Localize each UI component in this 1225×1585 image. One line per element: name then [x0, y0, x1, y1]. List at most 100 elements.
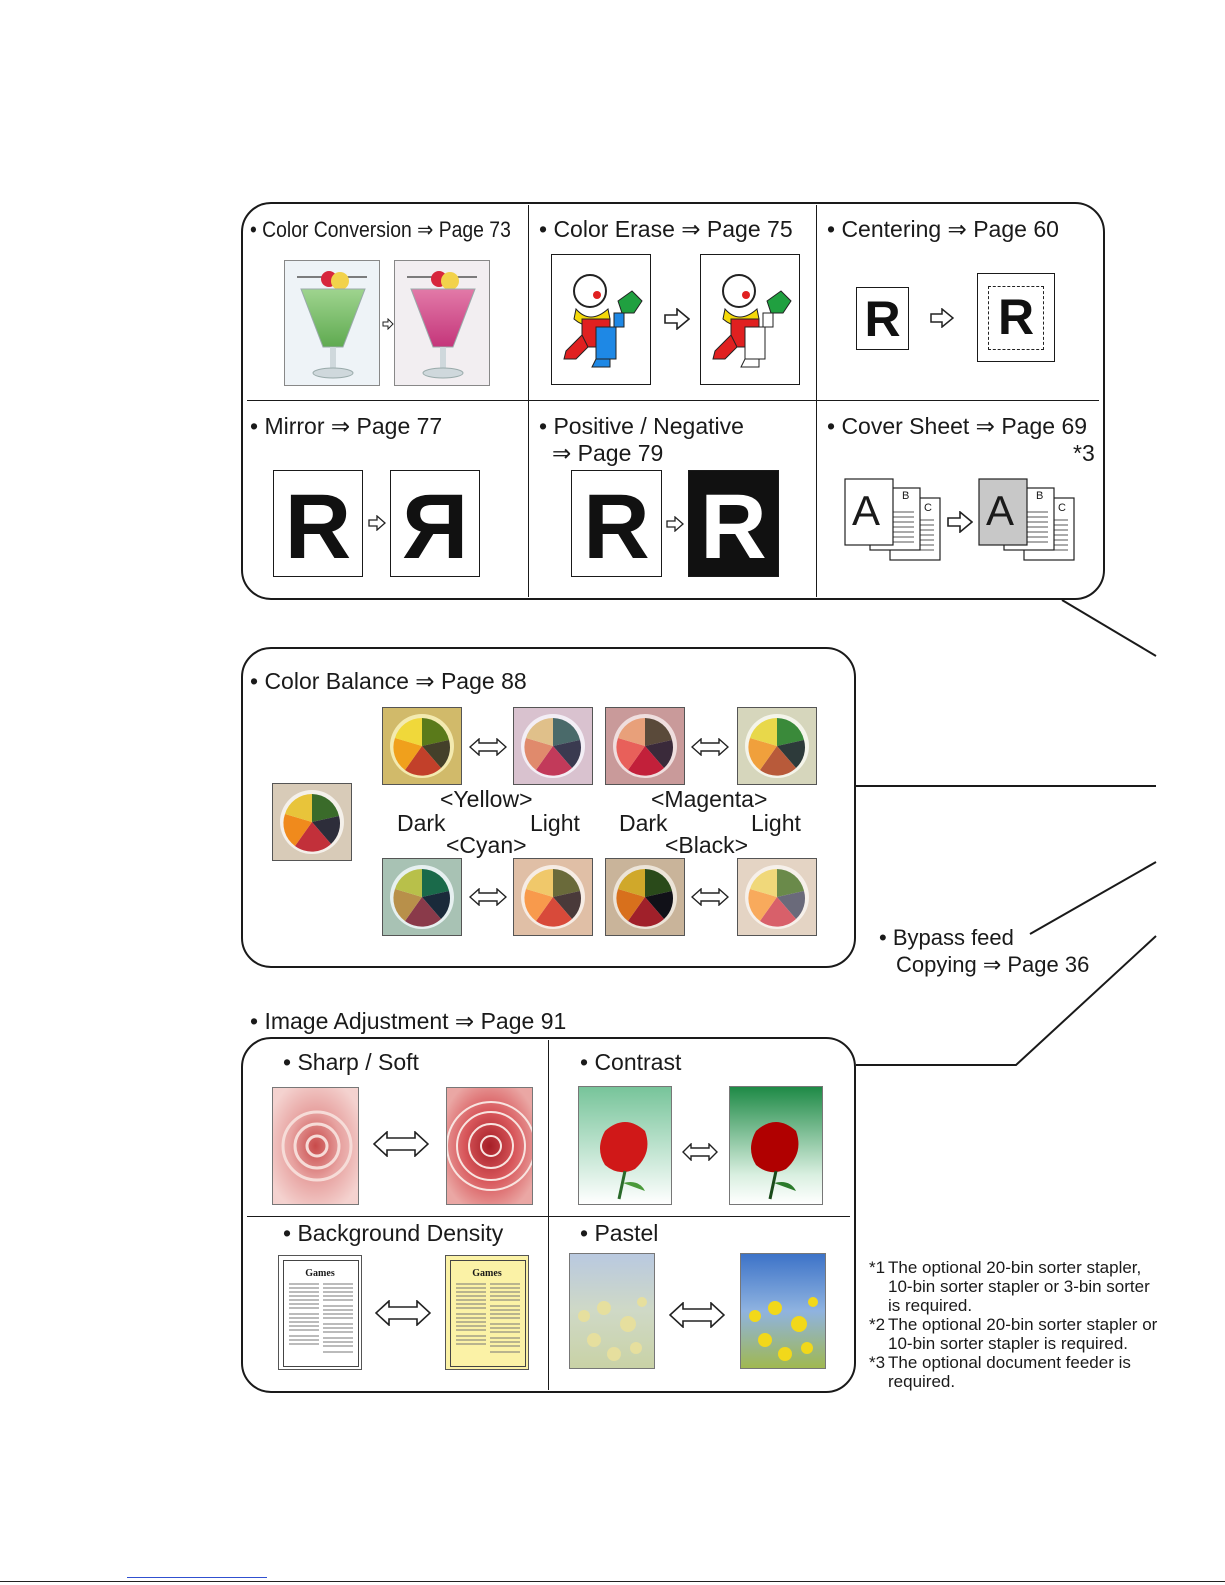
- dark-label: Dark: [619, 810, 668, 836]
- footnote-3-text: required.: [888, 1372, 956, 1391]
- letter-c: C: [1058, 502, 1066, 514]
- double-arrow-icon: [682, 1143, 718, 1161]
- letter-r: R: [864, 291, 901, 347]
- original-document: Games: [278, 1255, 362, 1370]
- density-adjusted-document: Games: [445, 1255, 529, 1370]
- original-r-page: R: [856, 287, 909, 350]
- footnote-2-text: The optional 20-bin sorter stapler or: [888, 1315, 1158, 1334]
- centering-link[interactable]: • Centering ⇒ Page 60: [827, 216, 1059, 242]
- arrow-right-icon: [666, 516, 684, 532]
- soft-rose-image: [272, 1087, 359, 1205]
- doc-border: [450, 1260, 526, 1367]
- top-feature-panel: [241, 202, 1105, 600]
- divider: [247, 1216, 850, 1217]
- black-label: <Black>: [665, 832, 749, 858]
- vivid-flowers-image: [740, 1253, 826, 1369]
- double-arrow-icon: [691, 888, 729, 906]
- cyan-dark-plate: [382, 858, 462, 936]
- footnote-ref: *3: [1073, 440, 1095, 466]
- positive-negative-page[interactable]: ⇒ Page 79: [552, 440, 664, 466]
- games-title: Games: [305, 1268, 335, 1279]
- light-label: Light: [751, 810, 801, 836]
- footnote-2-text: 10-bin sorter stapler is required.: [888, 1334, 1129, 1353]
- letter-r-negative: R: [700, 476, 767, 577]
- color-conversion-link[interactable]: • Color Conversion ⇒ Page 73: [250, 217, 511, 242]
- footnote-1-mark: *1: [869, 1258, 886, 1277]
- double-arrow-icon: [691, 738, 729, 756]
- centered-r-page: R: [977, 273, 1055, 362]
- letter-r: R: [284, 476, 352, 577]
- original-r-page: R: [273, 470, 363, 577]
- image-adjustment-link[interactable]: • Image Adjustment ⇒ Page 91: [250, 1008, 567, 1034]
- magenta-label: <Magenta>: [651, 786, 768, 812]
- cyan-label: <Cyan>: [446, 832, 527, 858]
- letter-r: R: [997, 289, 1035, 345]
- footnote-3-text: The optional document feeder is: [888, 1353, 1131, 1372]
- sharp-soft-label: • Sharp / Soft: [283, 1049, 419, 1075]
- yellow-light-plate: [513, 707, 593, 785]
- arrow-right-icon: [947, 511, 973, 533]
- positive-r-page: R: [571, 470, 662, 577]
- letter-a: A: [852, 487, 881, 534]
- background-density-label: • Background Density: [283, 1220, 504, 1246]
- dark-label: Dark: [397, 810, 446, 836]
- light-label: Light: [530, 810, 580, 836]
- double-arrow-icon: [375, 1300, 431, 1326]
- negative-r-page: R: [688, 470, 779, 577]
- positive-negative-link[interactable]: • Positive / Negative: [539, 413, 744, 439]
- cover-document-stack: A B C: [978, 478, 1078, 564]
- leader-lines: [856, 599, 1157, 1066]
- cover-sheet-link[interactable]: • Cover Sheet ⇒ Page 69: [827, 413, 1088, 439]
- converted-glass-image: [394, 260, 490, 386]
- cyan-light-plate: [513, 858, 593, 936]
- divider: [528, 205, 529, 597]
- black-light-plate: [737, 858, 817, 936]
- doc-border: [283, 1260, 359, 1367]
- double-arrow-icon: [469, 738, 507, 756]
- arrow-right-icon: [382, 318, 394, 330]
- bottom-rule: [0, 1581, 1225, 1582]
- bypass-feed-link[interactable]: • Bypass feed: [879, 925, 1014, 950]
- games-title: Games: [472, 1268, 502, 1279]
- magenta-light-plate: [737, 707, 817, 785]
- mirrored-r-page: R: [390, 470, 480, 577]
- double-arrow-icon: [469, 888, 507, 906]
- page-link-underline[interactable]: [127, 1577, 267, 1578]
- footnote-2-mark: *2: [869, 1315, 886, 1334]
- arrow-right-icon: [368, 515, 386, 531]
- mirror-link[interactable]: • Mirror ⇒ Page 77: [250, 413, 443, 439]
- high-contrast-rose: [729, 1086, 823, 1205]
- footnote-1-text: is required.: [888, 1296, 973, 1315]
- color-erase-link[interactable]: • Color Erase ⇒ Page 75: [539, 216, 793, 242]
- footnote-1-text: 10-bin sorter stapler or 3-bin sorter: [888, 1277, 1150, 1296]
- footnote-1-text: The optional 20-bin sorter stapler,: [888, 1258, 1142, 1277]
- magenta-dark-plate: [605, 707, 685, 785]
- arrow-right-icon: [664, 308, 690, 330]
- original-fruit-plate: [272, 783, 352, 861]
- double-arrow-icon: [373, 1131, 429, 1157]
- pastel-flowers-image: [569, 1253, 655, 1369]
- arrow-right-icon: [930, 308, 954, 328]
- letter-b: B: [1036, 490, 1044, 502]
- original-glass-image: [284, 260, 380, 386]
- double-arrow-icon: [669, 1302, 725, 1328]
- contrast-label: • Contrast: [580, 1049, 682, 1075]
- color-balance-link[interactable]: • Color Balance ⇒ Page 88: [250, 668, 527, 694]
- letter-b: B: [902, 490, 910, 502]
- letter-r: R: [583, 476, 650, 577]
- letter-a: A: [986, 487, 1015, 534]
- divider: [247, 400, 1099, 401]
- erased-clown-image: [700, 254, 800, 385]
- bypass-copying-link[interactable]: Copying ⇒ Page 36: [896, 952, 1090, 977]
- letter-r-mirrored: R: [401, 476, 469, 577]
- letter-c: C: [924, 502, 932, 514]
- center-guide: [988, 286, 1044, 350]
- black-dark-plate: [605, 858, 685, 936]
- pastel-label: • Pastel: [580, 1220, 659, 1246]
- low-contrast-rose: [578, 1086, 672, 1205]
- yellow-dark-plate: [382, 707, 462, 785]
- sharp-rose-image: [446, 1087, 533, 1205]
- original-document-stack: A B C: [844, 478, 944, 564]
- footnote-3-mark: *3: [869, 1353, 886, 1372]
- yellow-label: <Yellow>: [440, 786, 533, 812]
